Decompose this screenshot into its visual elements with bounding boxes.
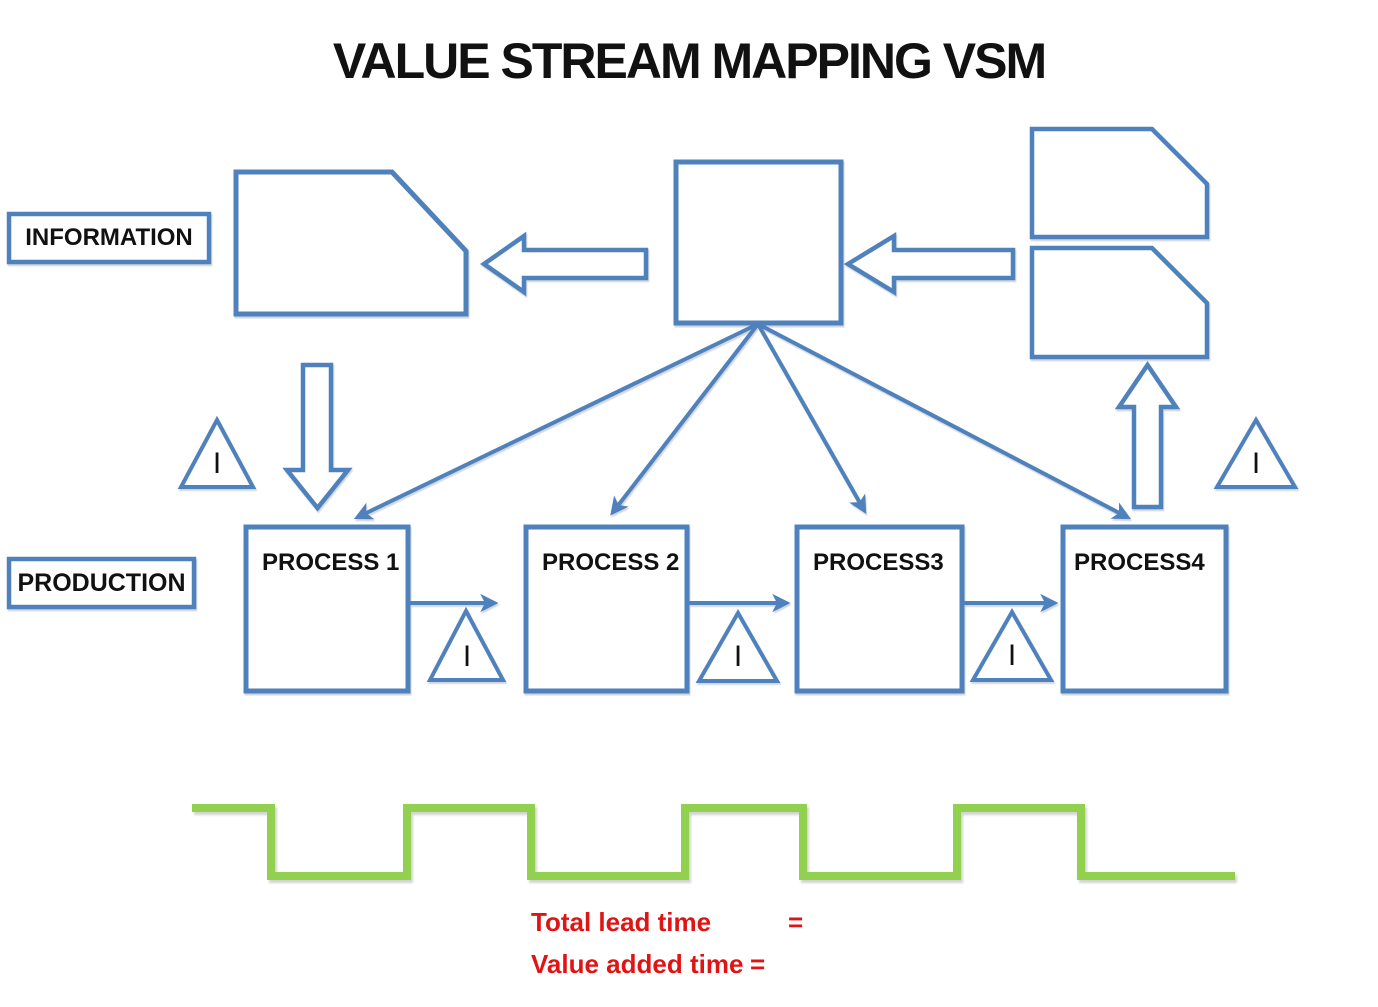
page-title: VALUE STREAM MAPPING VSM [332,33,1047,89]
info-flow-arrow-process2 [610,322,760,516]
inventory-triangle-5 [969,607,1055,682]
process3-label: PROCESS3 [813,549,944,576]
total-lead-time-label: Total lead time [531,907,712,937]
process3-box [794,524,965,694]
block-arrow-up [1114,360,1181,510]
inventory-triangle-3 [426,606,507,682]
process1-label: PROCESS 1 [262,549,400,576]
information-label: INFORMATION [25,224,193,251]
info-flow-arrow-process4 [757,322,1132,520]
info-flow-arrow-process3 [756,323,867,514]
process1-box [243,524,411,694]
inventory-triangle-1 [177,415,257,489]
total-lead-time-equals: = [788,907,804,937]
process2-label: PROCESS 2 [542,549,680,576]
timeline-wave [192,804,1235,880]
production-label-box [6,556,197,610]
inventory-triangle-4 [695,608,781,683]
inventory-symbol-2: I [1251,447,1261,480]
central-control-box [673,159,844,326]
process4-box [1060,524,1229,694]
inventory-symbol-4: I [733,640,743,673]
block-arrow-left-to-document [480,231,649,297]
value-added-time-label: Value added time [531,949,744,979]
value-added-time-equals: = [750,949,766,979]
info-flow-arrow-process1 [353,322,759,520]
document-shape-right-top [1029,126,1210,240]
inventory-triangle-2 [1213,416,1299,489]
process4-label: PROCESS4 [1074,549,1205,576]
information-label-box [6,211,212,265]
block-arrow-down [282,362,353,512]
process2-box [523,524,690,694]
production-label: PRODUCTION [17,568,186,597]
block-arrow-right-to-central [843,231,1016,297]
inventory-symbol-5: I [1007,639,1017,672]
document-shape-right-bottom [1029,245,1210,360]
document-shape-left [233,169,469,317]
inventory-symbol-1: I [212,447,222,480]
inventory-symbol-3: I [462,640,472,673]
